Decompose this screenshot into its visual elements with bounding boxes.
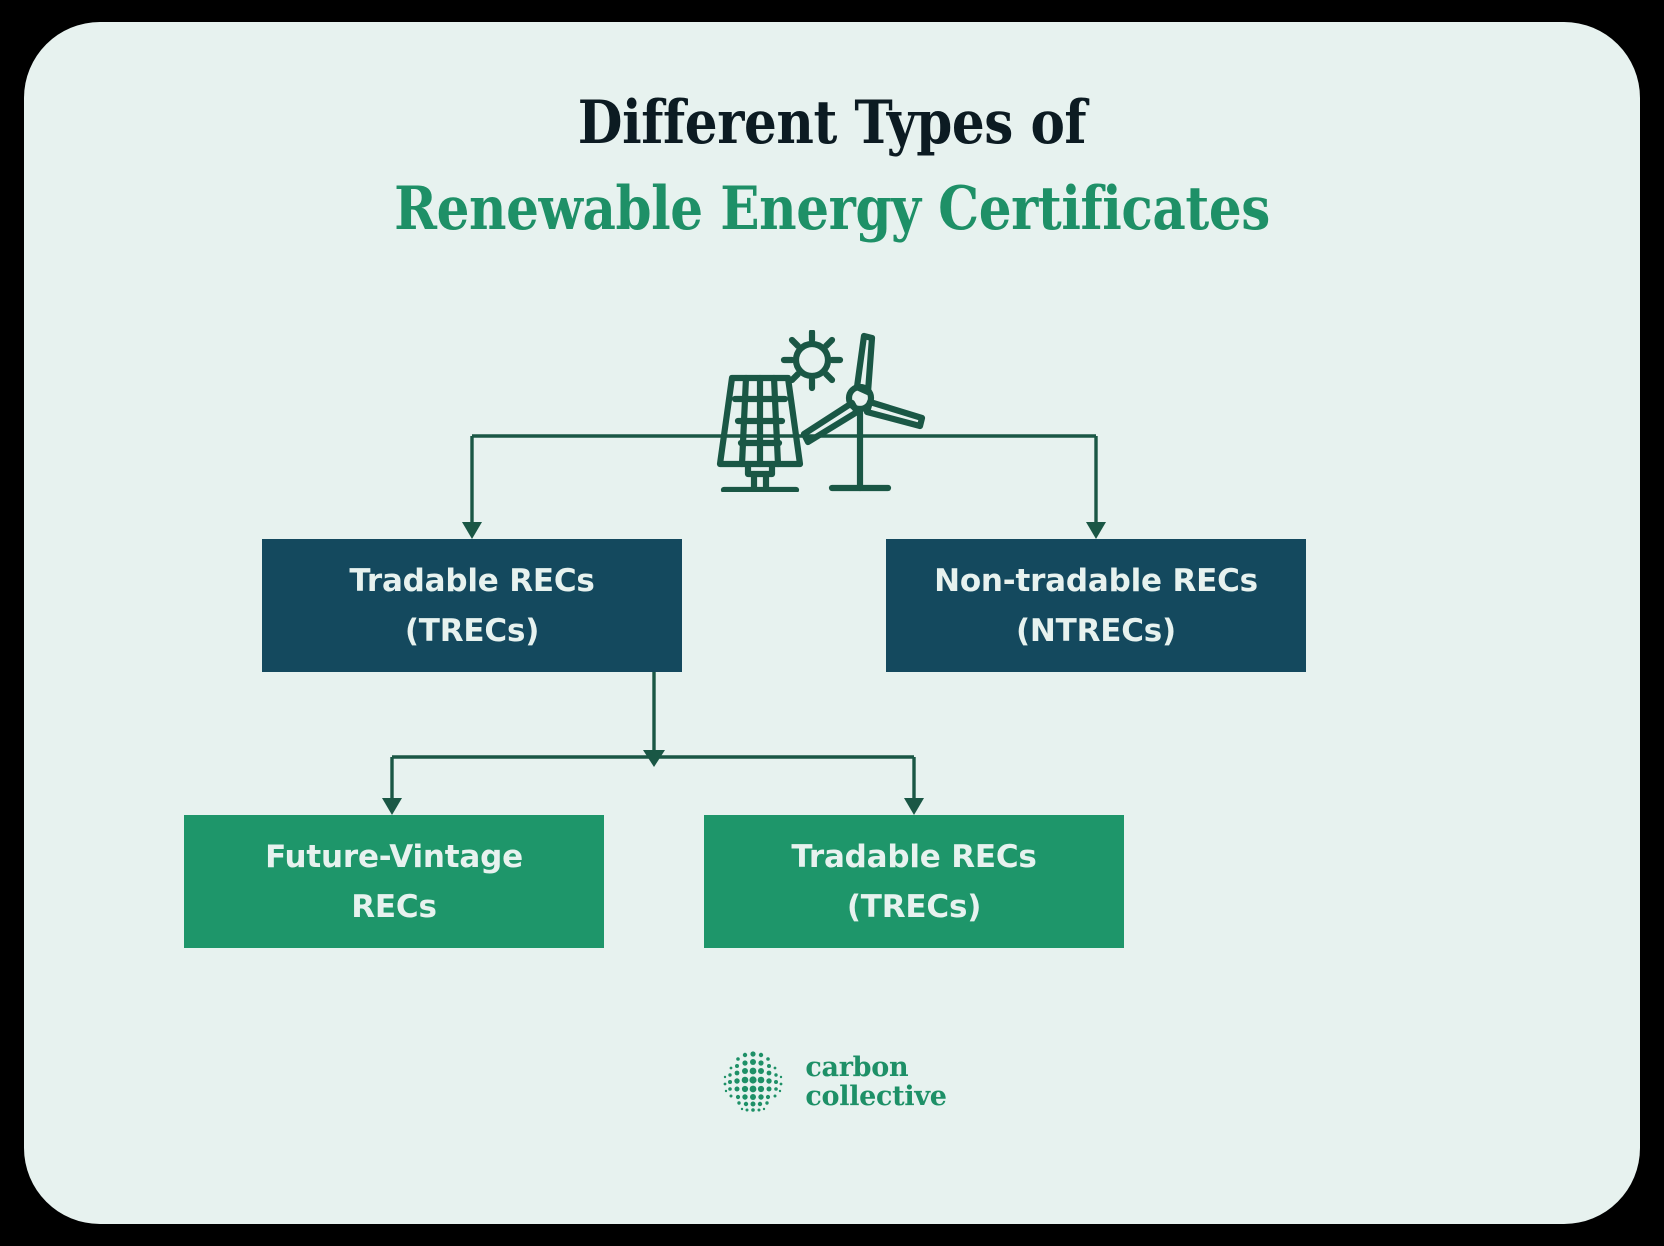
- node-non-tradable-recs[interactable]: Non-tradable RECs (NTRECs): [886, 539, 1306, 672]
- wind-turbine-icon: [800, 332, 926, 492]
- node-label: Future-Vintage RECs: [265, 838, 523, 925]
- infographic-card: Different Types of Renewable Energy Cert…: [24, 22, 1640, 1224]
- title-line-accent: Renewable Energy Certificates: [394, 174, 1270, 244]
- node-label: Tradable RECs (TRECs): [349, 562, 595, 649]
- solar-panel-icon: [716, 374, 804, 492]
- logo-wordmark: carbon collective: [805, 1053, 946, 1111]
- page-title: Different Types of Renewable Energy Cert…: [24, 80, 1640, 252]
- renewable-energy-icon: [712, 330, 927, 492]
- node-tradable-recs[interactable]: Tradable RECs (TRECs): [262, 539, 682, 672]
- arrowhead-to-ntrecs: [1086, 522, 1106, 539]
- node-tradable-recs-child[interactable]: Tradable RECs (TRECs): [704, 815, 1124, 948]
- carbon-collective-dot-mark: [724, 1051, 783, 1112]
- logo-word-collective: collective: [805, 1081, 947, 1112]
- title-line-primary: Different Types of: [577, 88, 1087, 158]
- carbon-collective-logo[interactable]: carbon collective: [24, 1046, 1640, 1118]
- logo-word-carbon: carbon: [805, 1052, 909, 1083]
- sun-icon: [780, 330, 844, 392]
- node-label: Tradable RECs (TRECs): [791, 838, 1037, 925]
- node-label: Non-tradable RECs (NTRECs): [934, 562, 1258, 649]
- arrowhead-to-trecs: [462, 522, 482, 539]
- arrowhead-to-trecs-child: [904, 798, 924, 815]
- node-future-vintage-recs[interactable]: Future-Vintage RECs: [184, 815, 604, 948]
- arrowhead-to-future-vintage: [382, 798, 402, 815]
- arrowhead-to-level2-bar: [643, 750, 665, 767]
